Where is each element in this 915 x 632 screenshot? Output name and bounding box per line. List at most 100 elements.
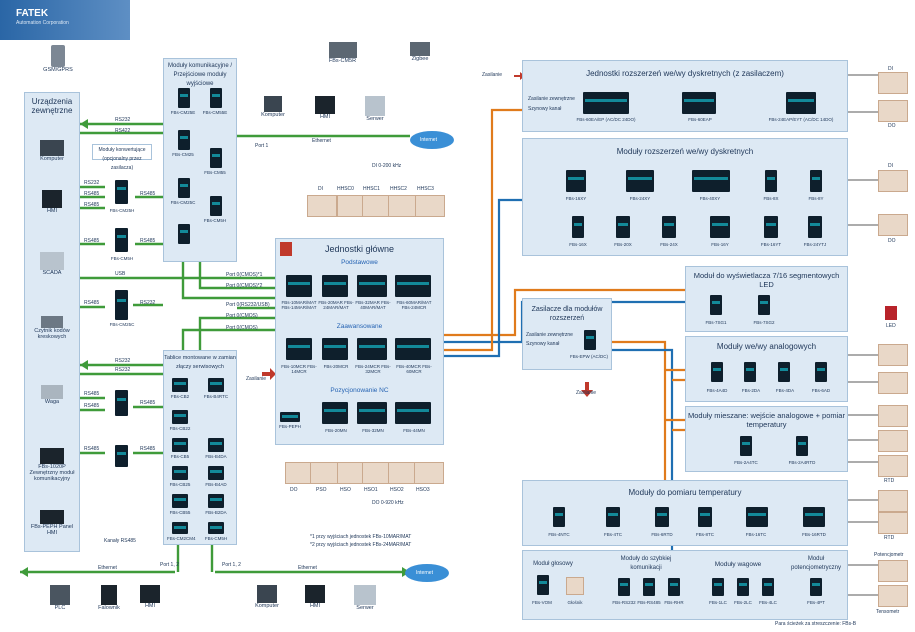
io-bot-hso-label: HSO: [340, 487, 351, 493]
gsm-label: GSM/GPRS: [43, 67, 73, 73]
link-rs485-11: RS485: [140, 446, 156, 452]
right-icon-di-1-label: DI: [888, 66, 893, 72]
right-icon-do-1-label: DO: [888, 123, 896, 129]
device-scada-label: SCADA: [42, 270, 62, 276]
io-top-hhsc3: [415, 195, 445, 217]
exp-power-label-1: Zasilanie zewnętrzne: [526, 332, 573, 338]
module-cm25e-label: FBs-CM25E: [170, 110, 196, 115]
rp7-mod-1-label: FBs-RS232: [612, 600, 636, 605]
rp5-mod-3-label: FBs-6RTD: [651, 532, 673, 537]
right-icon-tc-2: [878, 490, 908, 512]
right-icon-pot: [878, 560, 908, 582]
rp5-mod-5: [746, 507, 768, 527]
zasilanie-top: Zasilanie: [482, 72, 503, 78]
io-bot-hso3: [414, 462, 444, 484]
board-cb55-label: FBs-CB55: [169, 510, 191, 515]
main-adv-2: [322, 338, 348, 360]
rp7-mod-3: [668, 578, 680, 596]
main-basic-2-label: FBs-20MAR FBs-24MAR/MAT: [318, 300, 354, 310]
rp5-mod-4: [698, 507, 712, 527]
io-top-label: DI 0-200 kHz: [372, 163, 402, 169]
device-hmi: HMI: [26, 190, 78, 214]
main-nc-3: [395, 402, 431, 424]
main-nc-1-label: FBs-20MN: [325, 428, 347, 433]
link-port12-a: Port 1, 2: [160, 562, 179, 568]
rp1-mod-4-label: FBs-8X: [763, 196, 779, 201]
bottom-server: Serwer: [348, 585, 382, 611]
main-power-label: FBs-PEPH: [279, 424, 301, 429]
main-adv-3-label: FBs-24MCR FBs-32MCR: [355, 364, 391, 374]
io-bottom-label: DO 0-920 kHz: [372, 500, 404, 506]
rp5-mod-1-label: FBs-4NTC: [548, 532, 570, 537]
rp8-mod-3: [762, 578, 774, 596]
rp0-mod-3-label: FBs-24EAP/EYT (AC/DC 14DO): [768, 117, 834, 122]
section-advanced: Zaawansowane: [336, 323, 383, 330]
exp-power-zasilanie: Zasilanie: [576, 390, 597, 396]
right-icon-tenso-label: Tensometr: [876, 609, 900, 615]
rp1-mod-1-label: FBs-16XY: [565, 196, 587, 201]
link-rs485-4: RS485: [140, 238, 156, 244]
port-label-2: Port 0(RS232/USB): [226, 302, 270, 308]
boards-panel-title: Tablice montowane w zamian złączy serwis…: [164, 355, 236, 370]
device-hmi-label: HMI: [46, 208, 58, 214]
rp0-mod-3: [786, 92, 816, 114]
rp6-mod-1: [537, 575, 549, 595]
speaker-icon: [566, 577, 584, 595]
right-icon-led-label: LED: [886, 323, 896, 329]
conv-module-1-label: FBs-CM25H: [109, 208, 135, 213]
main-basic-2: [322, 275, 348, 297]
device-hmi-panel-label: FBs-PEPH Panel HMI: [30, 524, 74, 536]
board-b2da-label: FBs-B2DA: [205, 510, 227, 515]
rp1-mod-10-label: FBs-16YT: [760, 242, 782, 247]
section-nc: Pozycjonowanie NC: [330, 387, 389, 394]
right-icon-pot-label: Potencjometr: [874, 552, 904, 558]
footnote-2: *2 przy wyjściach jednostek FBs-24MAR/MA…: [310, 542, 412, 548]
net-hmi-label: HMI: [319, 114, 331, 120]
rp1-mod-10: [764, 216, 778, 238]
bottom-plc: PLC: [45, 585, 75, 611]
board-cb5-label: FBs-CB5: [170, 454, 190, 459]
io-top-hhsc2: [388, 195, 418, 217]
device-ext-comm-label: FBs-1020P Zewnętrzny moduł komunikacyjny: [29, 464, 75, 482]
right-icon-tenso: [878, 585, 908, 607]
power-indicator: [280, 242, 292, 256]
module-cm25e: [178, 88, 190, 108]
brand-band: [0, 0, 130, 40]
rp1-mod-6: [572, 216, 584, 238]
io-bot-hso3-label: HSO3: [416, 487, 430, 493]
right-icon-do-1: [878, 100, 908, 122]
module-cm25-b: [178, 224, 190, 244]
rp1-mod-9-label: FBs-16Y: [711, 242, 729, 247]
rp1-mod-3-label: FBs-40XY: [699, 196, 721, 201]
link-usb: USB: [115, 271, 126, 277]
rp3-mod-4-label: FBs-6AD: [811, 388, 831, 393]
cm5r-label: FBs-CM5R: [328, 58, 357, 64]
main-nc-2: [357, 402, 387, 424]
board-cb25: [172, 466, 188, 480]
bottom-hmi2: HMI: [300, 585, 330, 609]
rp7-mod-3-label: FBs-RHR: [664, 600, 684, 605]
board-b4da: [208, 438, 224, 452]
right-icon-ai: [878, 372, 908, 394]
rp8-mod-3-label: FBs-4LC: [759, 600, 777, 605]
rp-temperature: Moduły do pomiaru temperatury: [522, 480, 848, 546]
rp2-mod-2-label: FBs-7SG2: [753, 320, 775, 325]
board-b2da: [208, 494, 224, 508]
net-computer-label: Komputer: [261, 112, 285, 118]
bottom-hmi: HMI: [135, 585, 165, 609]
bottom-computer-label: Komputer: [255, 603, 279, 609]
module-cm25: [178, 130, 190, 150]
right-icon-rtd: [878, 455, 908, 477]
link-rs232-1: RS232: [115, 117, 131, 123]
module-cm55: [210, 148, 222, 168]
bottom-inverter: Falownik: [92, 585, 126, 611]
rp0-mod-1: [583, 92, 629, 114]
conv-module-3: [115, 290, 128, 320]
rp-analog-title: Moduły we/wy analogowych: [716, 342, 817, 351]
main-basic-1-label: FBs-10MAR/MAT FBs-14MAR/MAT: [281, 300, 317, 310]
exp-power-label-2: Szynowy kanał: [526, 341, 560, 347]
rp4-mod-2: [796, 436, 808, 456]
module-cm25c-label: FBs-CM25C: [170, 200, 196, 205]
board-cm2cm4-label: FBs-CM2CM4: [167, 536, 196, 541]
